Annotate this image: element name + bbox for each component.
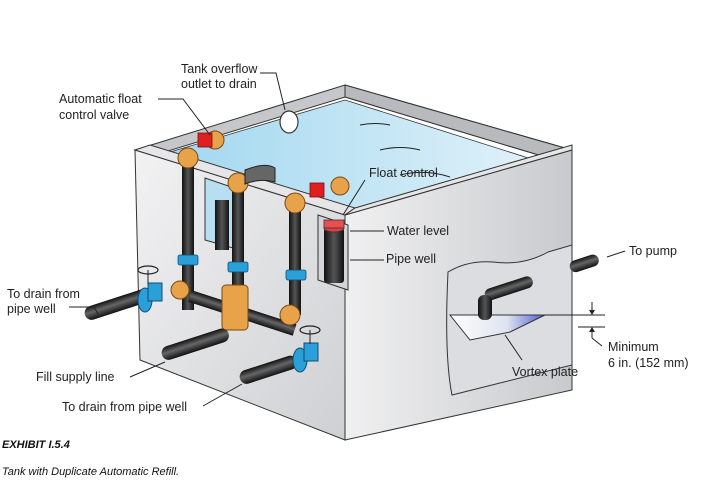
- label-minimum-2: 6 in. (152 mm): [608, 356, 689, 370]
- label-vortex-plate: Vortex plate: [512, 365, 578, 379]
- overflow-outlet: [279, 110, 299, 134]
- label-float-valve-2: control valve: [59, 108, 129, 122]
- suction-pipe: [478, 254, 599, 320]
- exhibit-title: EXHIBIT I.5.4: [2, 439, 70, 451]
- exhibit-caption: Tank with Duplicate Automatic Refill.: [2, 466, 180, 478]
- label-water-level: Water level: [387, 224, 449, 238]
- minimum-dimension: [545, 302, 605, 347]
- float-control: [323, 219, 345, 283]
- label-pipe-well: Pipe well: [386, 252, 436, 266]
- outside-pipes: [84, 265, 321, 384]
- label-minimum-1: Minimum: [608, 340, 659, 354]
- vortex-plate: [448, 314, 546, 341]
- label-tank-overflow-1: Tank overflow: [181, 62, 258, 76]
- label-drain-left-1: To drain from: [7, 287, 80, 301]
- tank-right-rim: [344, 144, 573, 216]
- label-drain-bottom: To drain from pipe well: [62, 400, 187, 414]
- label-drain-left-2: pipe well: [7, 302, 56, 316]
- piping: [170, 130, 350, 336]
- labels: Tank overflow outlet to drain Automatic …: [7, 62, 689, 414]
- label-float-control: Float control: [369, 166, 438, 180]
- label-float-valve-1: Automatic float: [59, 92, 142, 106]
- label-to-pump: To pump: [629, 244, 677, 258]
- leader-lines: [69, 72, 626, 407]
- label-fill-supply: Fill supply line: [36, 370, 115, 384]
- label-tank-overflow-2: outlet to drain: [181, 77, 257, 91]
